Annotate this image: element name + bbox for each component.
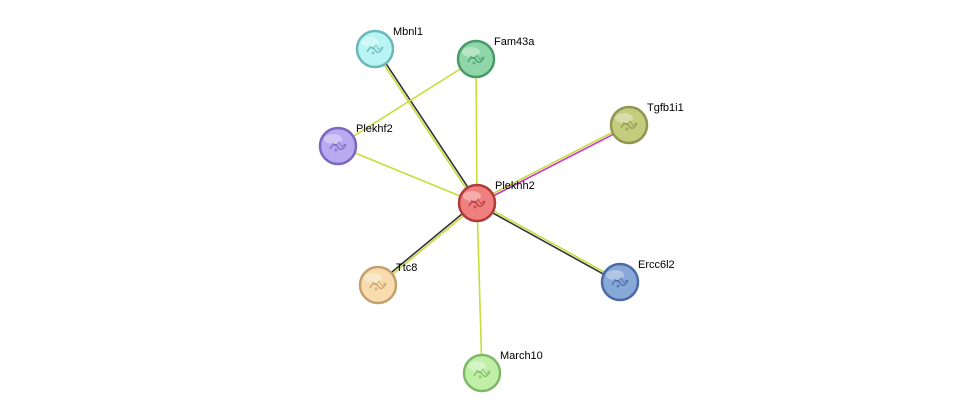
node-highlight — [361, 37, 379, 47]
node-highlight — [324, 134, 342, 144]
node-label-ttc8: Ttc8 — [396, 262, 417, 274]
edge-line — [373, 49, 477, 205]
edge-plekhh2-plekhf2[interactable] — [337, 145, 478, 204]
node-label-fam43a: Fam43a — [494, 36, 535, 48]
edge-line — [337, 145, 478, 204]
node-label-plekhh2: Plekhh2 — [495, 180, 535, 192]
node-label-tgfb1i1: Tgfb1i1 — [647, 102, 684, 114]
node-tgfb1i1[interactable]: Tgfb1i1 — [609, 102, 684, 145]
edge-line — [475, 58, 478, 204]
node-ttc8[interactable]: Ttc8 — [358, 262, 417, 305]
node-label-ercc6l2: Ercc6l2 — [638, 259, 675, 271]
protein-structure-icon — [369, 280, 387, 291]
edge-layer — [337, 47, 630, 374]
node-label-plekhf2: Plekhf2 — [356, 123, 393, 135]
node-highlight — [364, 273, 382, 283]
edge-plekhh2-ttc8[interactable] — [376, 201, 479, 287]
node-highlight — [462, 47, 480, 57]
protein-structure-icon — [473, 368, 491, 379]
protein-structure-icon — [468, 198, 486, 209]
edge-plekhh2-ercc6l2[interactable] — [476, 201, 621, 284]
edge-plekhf2-fam43a[interactable] — [337, 58, 477, 147]
node-ercc6l2[interactable]: Ercc6l2 — [600, 259, 675, 302]
edge-plekhh2-tgfb1i1[interactable] — [476, 123, 630, 205]
node-highlight — [468, 361, 486, 371]
edge-line — [375, 47, 479, 203]
node-mbnl1[interactable]: Mbnl1 — [355, 26, 423, 69]
protein-structure-icon — [611, 277, 629, 288]
edge-line — [477, 125, 630, 205]
edge-line — [337, 58, 477, 147]
node-plekhf2[interactable]: Plekhf2 — [318, 123, 393, 166]
node-plekhh2[interactable]: Plekhh2 — [457, 180, 535, 223]
protein-structure-icon — [467, 54, 485, 65]
node-fam43a[interactable]: Fam43a — [456, 36, 535, 79]
edge-plekhh2-fam43a[interactable] — [475, 58, 478, 204]
protein-structure-icon — [366, 44, 384, 55]
edge-plekhh2-march10[interactable] — [476, 202, 483, 374]
protein-structure-icon — [329, 141, 347, 152]
node-label-mbnl1: Mbnl1 — [393, 26, 423, 38]
edge-line — [378, 203, 479, 287]
edge-plekhh2-mbnl1[interactable] — [373, 47, 479, 205]
protein-structure-icon — [620, 120, 638, 131]
node-highlight — [606, 270, 624, 280]
node-highlight — [463, 191, 481, 201]
node-label-march10: March10 — [500, 350, 543, 362]
node-highlight — [615, 113, 633, 123]
edge-line — [477, 201, 621, 282]
node-march10[interactable]: March10 — [462, 350, 543, 393]
edge-line — [376, 201, 477, 285]
edge-line — [476, 203, 620, 284]
edge-line — [476, 202, 483, 374]
edge-line — [476, 123, 629, 203]
